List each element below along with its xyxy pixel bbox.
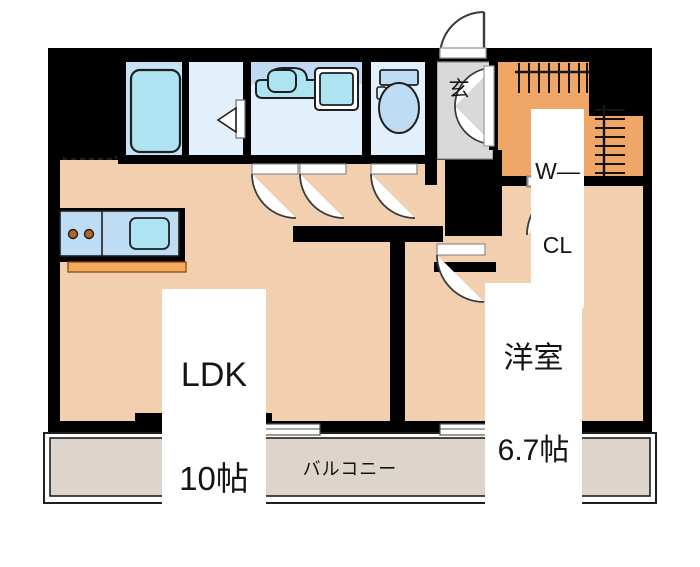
bathroom-door <box>251 163 299 219</box>
ldk-label-line2: 10帖 <box>179 460 249 498</box>
kitchen-counter-trim <box>67 261 187 273</box>
entry-door <box>439 11 487 59</box>
stove-burner-left <box>67 228 79 240</box>
bedroom-label-line1: 洋室 <box>503 342 564 376</box>
kitchen-sink-basin <box>129 217 170 250</box>
stove-burner-right <box>83 228 95 240</box>
floor-plan-drawing <box>43 11 657 504</box>
bathroom-door-swing <box>251 173 297 219</box>
bedroom-door <box>436 243 486 303</box>
wcl-label-line2: CL <box>542 232 573 259</box>
kitchen-counter <box>59 208 187 273</box>
floor-plan-image: LDK 10帖 洋室 6.7帖 W— CL 玄 バルコニー <box>43 11 657 528</box>
room-label-balcony: バルコニー <box>302 459 398 479</box>
toilet-fixture <box>376 69 420 134</box>
closet-hanger-rod-right <box>595 105 625 176</box>
bedroom-label-line2: 6.7帖 <box>497 433 570 467</box>
toilet-bowl <box>378 82 420 134</box>
wcl-structural-notch <box>589 62 643 116</box>
room-label-bedroom: 洋室 6.7帖 <box>485 283 582 528</box>
entry-door-leaf <box>439 47 487 59</box>
genkan-inner-door <box>454 65 495 147</box>
ldk-label-line1: LDK <box>180 356 248 395</box>
room-label-entrance: 玄 <box>448 78 470 101</box>
room-label-walk-in-closet: W— CL <box>531 109 584 308</box>
bath-wash-folding-door <box>216 99 246 139</box>
washing-machine-pan-fixture <box>314 67 359 111</box>
wcl-label-line1: W— <box>535 157 580 184</box>
closet-hanger-rod-top <box>515 63 589 93</box>
bathtub-fixture <box>129 68 182 154</box>
room-label-ldk: LDK 10帖 <box>162 289 266 566</box>
washroom-door <box>299 163 347 219</box>
toilet-door <box>370 163 418 219</box>
